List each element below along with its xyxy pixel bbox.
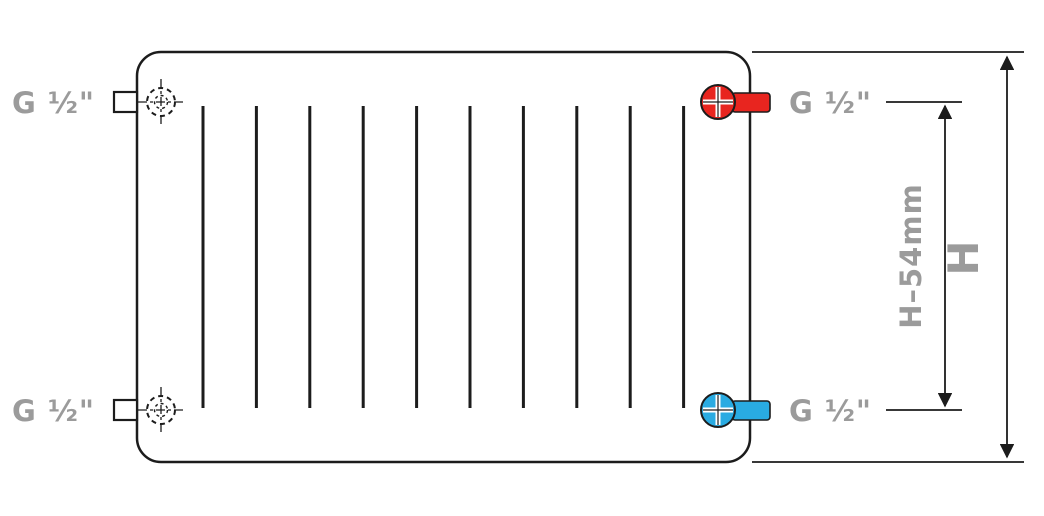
return-connection-icon [700,392,771,428]
thread-label-top-left: G ½" [12,86,95,120]
thread-label-bottom-left: G ½" [12,394,95,428]
dimension-label-total: H [939,240,988,275]
plug-bottom-left [112,398,139,422]
plug-top-left [112,90,139,114]
mounting-hole-top-left-icon [138,79,184,125]
thread-label-bottom-right: G ½" [789,394,872,428]
supply-connection-icon [700,84,771,120]
mounting-hole-bottom-left-icon [138,387,184,433]
radiator-fins [201,106,686,408]
extension-lines [752,51,1024,463]
dimension-label-inner: H–54mm [894,183,928,329]
radiator-body [135,50,752,464]
thread-label-top-right: G ½" [789,86,872,120]
